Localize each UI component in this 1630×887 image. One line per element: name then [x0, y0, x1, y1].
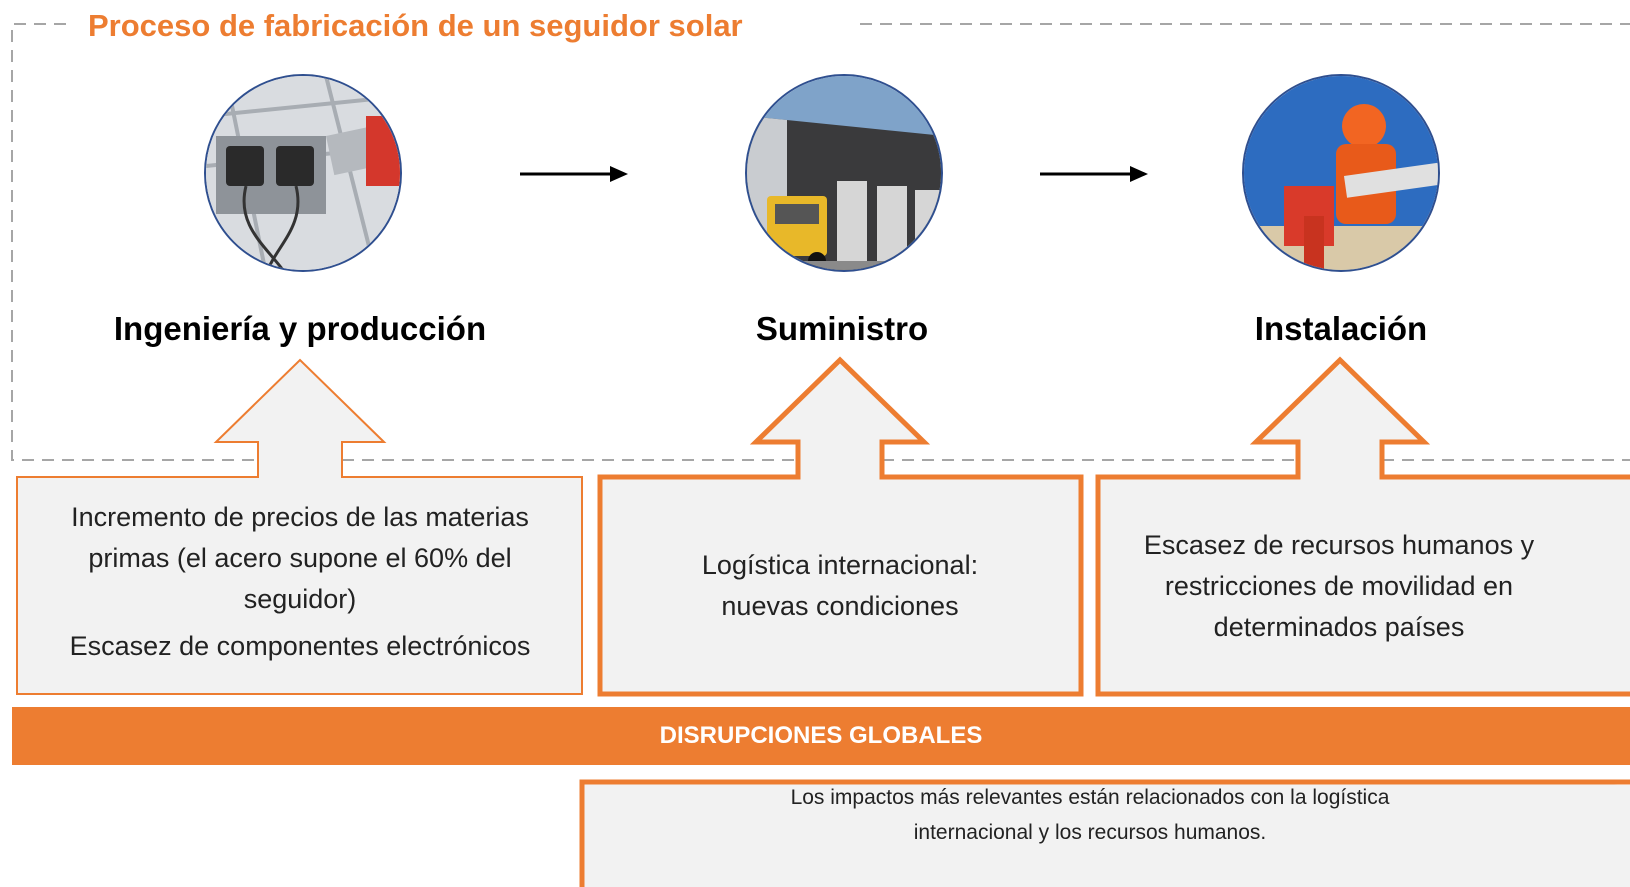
stage-photo-engineering — [204, 74, 402, 272]
impact-text-1: Incremento de precios de las materias pr… — [20, 497, 580, 667]
impact-text-2: Logística internacional: nuevas condicio… — [640, 545, 1040, 627]
impact-1-line-2: Escasez de componentes electrónicos — [69, 631, 531, 661]
impact-1-line-1: Incremento de precios de las materias pr… — [71, 502, 529, 614]
impact-box-2-shape — [597, 356, 1084, 697]
impact-text-3: Escasez de recursos humanos y restriccio… — [1108, 525, 1570, 648]
impact-2-line-1: Logística internacional: nuevas condicio… — [701, 550, 979, 621]
installation-worker-photo — [1244, 76, 1438, 270]
impact-3-line-1: Escasez de recursos humanos y restriccio… — [1143, 530, 1535, 642]
note-text: Los impactos más relevantes están relaci… — [790, 786, 1390, 844]
stage-label-3: Instalación — [1254, 310, 1428, 347]
stage-label-2: Suministro — [755, 310, 929, 347]
impact-box-3-shape — [1095, 356, 1630, 697]
banner-label: DISRUPCIONES GLOBALES — [659, 722, 983, 749]
flow-arrow-2 — [1040, 166, 1148, 182]
stage-photo-supply — [745, 74, 943, 272]
global-disruptions-banner: DISRUPCIONES GLOBALES — [12, 707, 1630, 765]
stage-photo-installation — [1242, 74, 1440, 272]
solar-tracker-motor-photo — [206, 76, 400, 270]
flow-arrow-1 — [520, 166, 628, 182]
impact-box-1-shape — [16, 358, 583, 695]
warehouse-truck-photo — [747, 76, 941, 270]
note-box — [585, 785, 1630, 887]
diagram-title: Proceso de fabricación de un seguidor so… — [82, 8, 749, 44]
stage-label-1: Ingeniería y producción — [113, 310, 487, 347]
process-frame — [11, 23, 1630, 461]
